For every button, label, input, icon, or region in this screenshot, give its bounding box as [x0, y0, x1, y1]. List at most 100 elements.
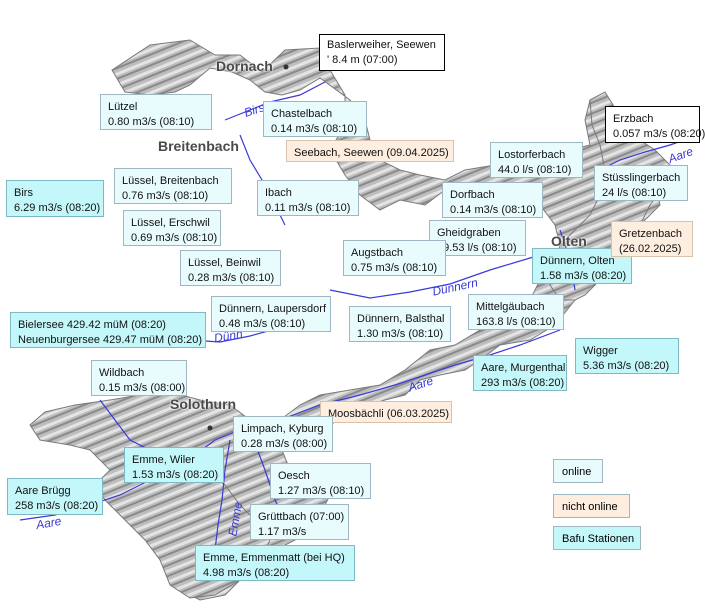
station-luessel-beinwil[interactable]: Lüssel, Beinwil 0.28 m3/s (08:10): [180, 250, 281, 286]
station-name: Dünnern, Balsthal: [357, 313, 445, 325]
station-aare-bruegg[interactable]: Aare Brügg 258 m3/s (08:20): [7, 478, 103, 515]
station-wigger[interactable]: Wigger 5.36 m3/s (08:20): [575, 338, 679, 374]
station-name: Lüssel, Beinwil: [188, 257, 261, 269]
station-duennern-olten[interactable]: Dünnern, Olten 1.58 m3/s (08:20): [532, 248, 632, 284]
station-name: Birs: [14, 187, 33, 199]
station-value: 0.28 m3/s (08:10): [188, 272, 275, 284]
station-augstbach[interactable]: Augstbach 0.75 m3/s (08:10): [343, 240, 446, 276]
station-luessel-breitenbach[interactable]: Lüssel, Breitenbach 0.76 m3/s (08:10): [114, 168, 232, 204]
station-name: Limpach, Kyburg: [241, 423, 324, 435]
station-name: Augstbach: [351, 247, 403, 259]
station-value: 44.0 l/s (08:10): [498, 164, 572, 176]
station-emme-emmenmatt[interactable]: Emme, Emmenmatt (bei HQ) 4.98 m3/s (08:2…: [195, 545, 355, 581]
station-value: ' 8.4 m (07:00): [327, 54, 398, 66]
station-erzbach[interactable]: Erzbach 0.057 m3/s (08:20): [605, 106, 705, 143]
station-name: Mittelgäubach: [476, 301, 545, 313]
station-value: 258 m3/s (08:20): [15, 500, 99, 512]
city-dornach: Dornach: [216, 58, 273, 74]
station-name: Wigger: [583, 345, 618, 357]
station-name: Stüsslingerbach: [602, 172, 681, 184]
station-name: Dünnern, Olten: [540, 255, 615, 267]
station-value: 0.15 m3/s (08:00): [99, 382, 186, 394]
station-value: 0.14 m3/s (08:10): [450, 204, 537, 216]
station-value: 1.58 m3/s (08:20): [540, 270, 627, 282]
station-name: Emme, Wiler: [132, 454, 195, 466]
station-luetzel[interactable]: Lützel 0.80 m3/s (08:10): [100, 94, 212, 130]
city-olten: Olten: [551, 233, 587, 249]
dornach-marker: [283, 64, 289, 70]
station-dorfbach[interactable]: Dorfbach 0.14 m3/s (08:10): [442, 182, 543, 218]
station-seebach[interactable]: Seebach, Seewen (09.04.2025): [286, 140, 454, 162]
station-name: Oesch: [278, 470, 310, 482]
station-bielersee[interactable]: Bielersee 429.42 müM (08:20) Neuenburger…: [10, 312, 206, 348]
station-stuesslingerbach[interactable]: Stüsslingerbach 24 l/s (08:10): [594, 165, 688, 201]
station-aare-murgenthal[interactable]: Aare, Murgenthal 293 m3/s (08:20): [473, 355, 567, 391]
solothurn-marker: [207, 425, 213, 431]
station-name: Wildbach: [99, 367, 145, 379]
station-value: 4.98 m3/s (08:20): [203, 567, 290, 579]
legend-offline: nicht online: [553, 494, 630, 518]
station-value: 293 m3/s (08:20): [481, 377, 565, 389]
station-name: Aare Brügg: [15, 485, 71, 497]
station-limpach[interactable]: Limpach, Kyburg 0.28 m3/s (08:00): [233, 416, 333, 452]
station-name: Seebach, Seewen (09.04.2025): [294, 147, 449, 159]
city-solothurn: Solothurn: [170, 396, 237, 412]
station-name: Gheidgraben: [437, 227, 501, 239]
station-name: Dünnern, Laupersdorf: [219, 303, 327, 315]
station-name: Erzbach: [613, 113, 654, 125]
legend-online: online: [553, 459, 603, 483]
station-duennern-balsthal[interactable]: Dünnern, Balsthal 1.30 m3/s (08:10): [349, 306, 451, 342]
station-gretzenbach[interactable]: Gretzenbach (26.02.2025): [611, 221, 693, 257]
station-value: 0.057 m3/s (08:20): [613, 128, 705, 140]
station-value: (26.02.2025): [619, 243, 682, 255]
station-value: 0.48 m3/s (08:10): [219, 318, 306, 330]
legend-bafu: Bafu Stationen: [553, 526, 641, 550]
station-birs[interactable]: Birs 6.29 m3/s (08:20): [6, 180, 104, 217]
station-duennern-laupersdorf[interactable]: Dünnern, Laupersdorf 0.48 m3/s (08:10): [211, 296, 331, 332]
station-name: Ibach: [265, 187, 292, 199]
station-value: 5.36 m3/s (08:20): [583, 360, 670, 372]
station-name: Chastelbach: [271, 108, 333, 120]
station-mittelgaeubach[interactable]: Mittelgäubach 163.8 l/s (08:10): [468, 294, 564, 330]
station-moosbaechli[interactable]: Moosbächli (06.03.2025): [320, 401, 452, 423]
station-emme-wiler[interactable]: Emme, Wiler 1.53 m3/s (08:20): [124, 447, 224, 483]
station-chastelbach[interactable]: Chastelbach 0.14 m3/s (08:10): [263, 101, 367, 137]
station-name: Gretzenbach: [619, 228, 682, 240]
station-wildbach[interactable]: Wildbach 0.15 m3/s (08:00): [91, 360, 187, 396]
station-gruettbach[interactable]: Grüttbach (07:00) 1.17 m3/s: [250, 504, 349, 540]
station-value: 1.17 m3/s: [258, 526, 307, 538]
station-name: Moosbächli (06.03.2025): [328, 408, 450, 420]
station-value: 39.53 l/s (08:10): [437, 242, 517, 254]
station-name: Baslerweiher, Seewen: [327, 39, 436, 51]
station-value: 24 l/s (08:10): [602, 187, 667, 199]
station-name: Lützel: [108, 101, 138, 113]
station-value: 1.53 m3/s (08:20): [132, 469, 219, 481]
station-name: Grüttbach (07:00): [258, 511, 345, 523]
station-value: 0.69 m3/s (08:10): [131, 232, 218, 244]
station-name: Lüssel, Breitenbach: [122, 175, 219, 187]
station-value: 0.76 m3/s (08:10): [122, 190, 209, 202]
station-name: Lüssel, Erschwil: [131, 217, 210, 229]
station-value: 1.27 m3/s (08:10): [278, 485, 365, 497]
station-value: 0.80 m3/s (08:10): [108, 116, 195, 128]
station-value: 0.11 m3/s (08:10): [265, 202, 351, 214]
station-value: 163.8 l/s (08:10): [476, 316, 556, 328]
station-value: 6.29 m3/s (08:20): [14, 202, 101, 214]
station-baslerweiher[interactable]: Baslerweiher, Seewen ' 8.4 m (07:00): [319, 34, 445, 71]
city-markers: [207, 64, 289, 431]
station-value: 0.28 m3/s (08:00): [241, 438, 328, 450]
station-oesch[interactable]: Oesch 1.27 m3/s (08:10): [270, 463, 371, 499]
city-breitenbach: Breitenbach: [158, 138, 239, 154]
station-name: Aare, Murgenthal: [481, 362, 566, 374]
station-luessel-erschwil[interactable]: Lüssel, Erschwil 0.69 m3/s (08:10): [123, 210, 221, 246]
station-value: 1.30 m3/s (08:10): [357, 328, 444, 340]
station-name: Bielersee 429.42 müM (08:20): [18, 319, 166, 331]
station-value: Neuenburgersee 429.47 müM (08:20): [18, 334, 203, 346]
station-name: Emme, Emmenmatt (bei HQ): [203, 552, 345, 564]
station-value: 0.14 m3/s (08:10): [271, 123, 358, 135]
station-lostorferbach[interactable]: Lostorferbach 44.0 l/s (08:10): [490, 142, 583, 178]
station-name: Lostorferbach: [498, 149, 566, 161]
station-ibach[interactable]: Ibach 0.11 m3/s (08:10): [257, 180, 359, 216]
station-value: 0.75 m3/s (08:10): [351, 262, 438, 274]
